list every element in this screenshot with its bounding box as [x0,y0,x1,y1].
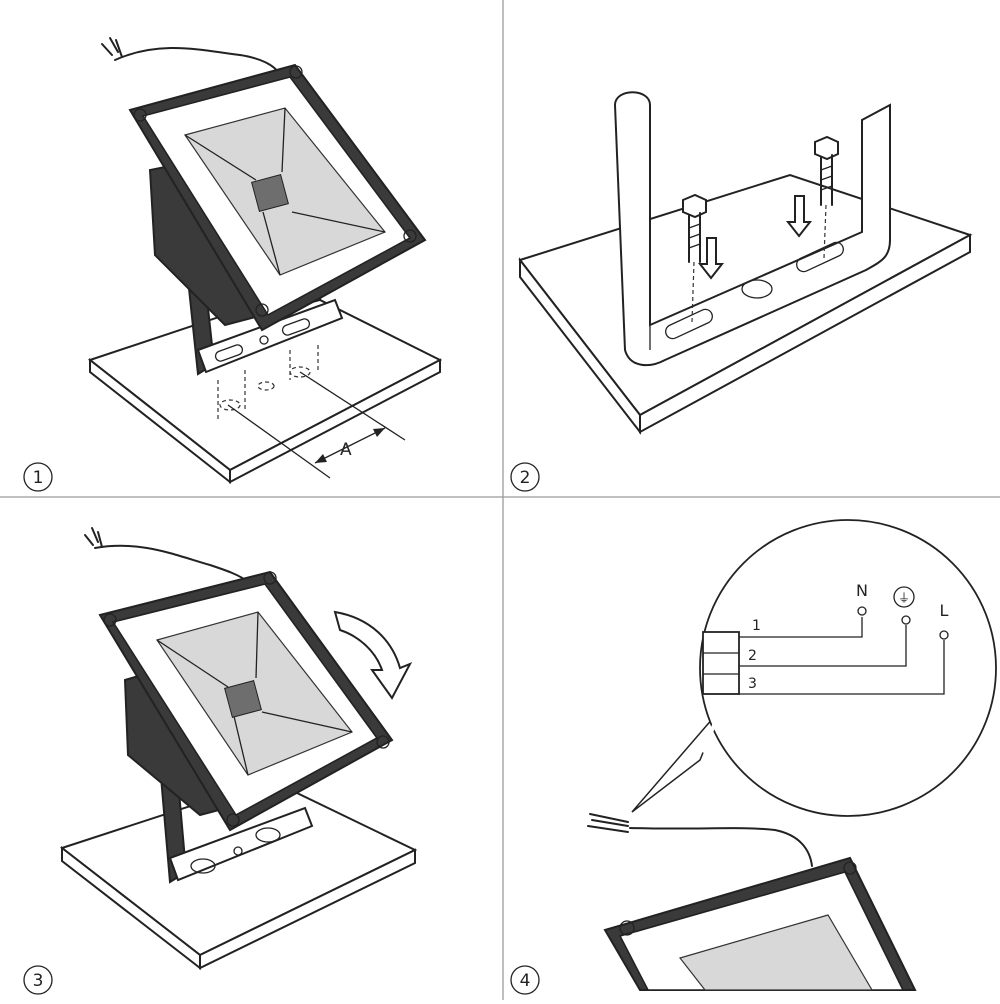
lamp-reflector [678,914,874,991]
step-number-4: 4 [520,971,531,991]
led-chip [251,174,289,212]
terminal-neutral-label: N [856,581,868,600]
wire-label-2: 2 [748,648,757,664]
step-badge-2 [510,462,540,492]
panel-1: A 1 [23,37,443,492]
bracket-foot [168,806,314,882]
callout-pointer [631,709,721,813]
wire-label-3: 3 [748,676,757,692]
terminal-live-label: L [940,601,949,620]
connector-block [702,631,740,695]
dimension-a-marker: A [227,371,406,479]
detail-callout-circle [699,519,997,817]
power-cable [629,827,813,867]
step-badge-3 [23,965,53,995]
dimension-label: A [340,440,352,460]
cable-wire-ends [587,813,629,833]
step-number-3: 3 [33,971,44,991]
base-plate-edge-right [229,358,441,484]
panel-2: 2 [510,91,973,492]
step-badge-4 [510,965,540,995]
led-chip [224,680,262,718]
bracket-foot [196,298,344,374]
wiring: 1 2 3 N ⏚ L [739,581,949,695]
drill-markers [217,345,319,420]
terminal-earth-symbol: ⏚ [898,591,910,605]
step-badge-1 [23,462,53,492]
step-number-2: 2 [520,468,531,488]
earth-icon [893,586,915,608]
panel-3: 3 [23,527,418,995]
cable-wire-ends [101,37,123,58]
bolt-right [814,135,839,259]
power-cable [114,47,281,76]
base-plate-edge-right [639,233,971,434]
power-cable [94,544,249,583]
down-arrow-right [785,195,813,238]
cable-wire-ends [84,527,103,548]
u-bracket [613,91,891,367]
mounting-hole [741,279,773,299]
wire-label-1: 1 [752,618,761,634]
panel-4: 1 2 3 N ⏚ L 4 [510,519,997,995]
rotate-arrow [333,610,413,700]
base-plate-edge-right [199,848,416,970]
step-number-1: 1 [33,468,44,488]
down-arrow-left [697,237,725,280]
bolt-left [682,193,707,323]
